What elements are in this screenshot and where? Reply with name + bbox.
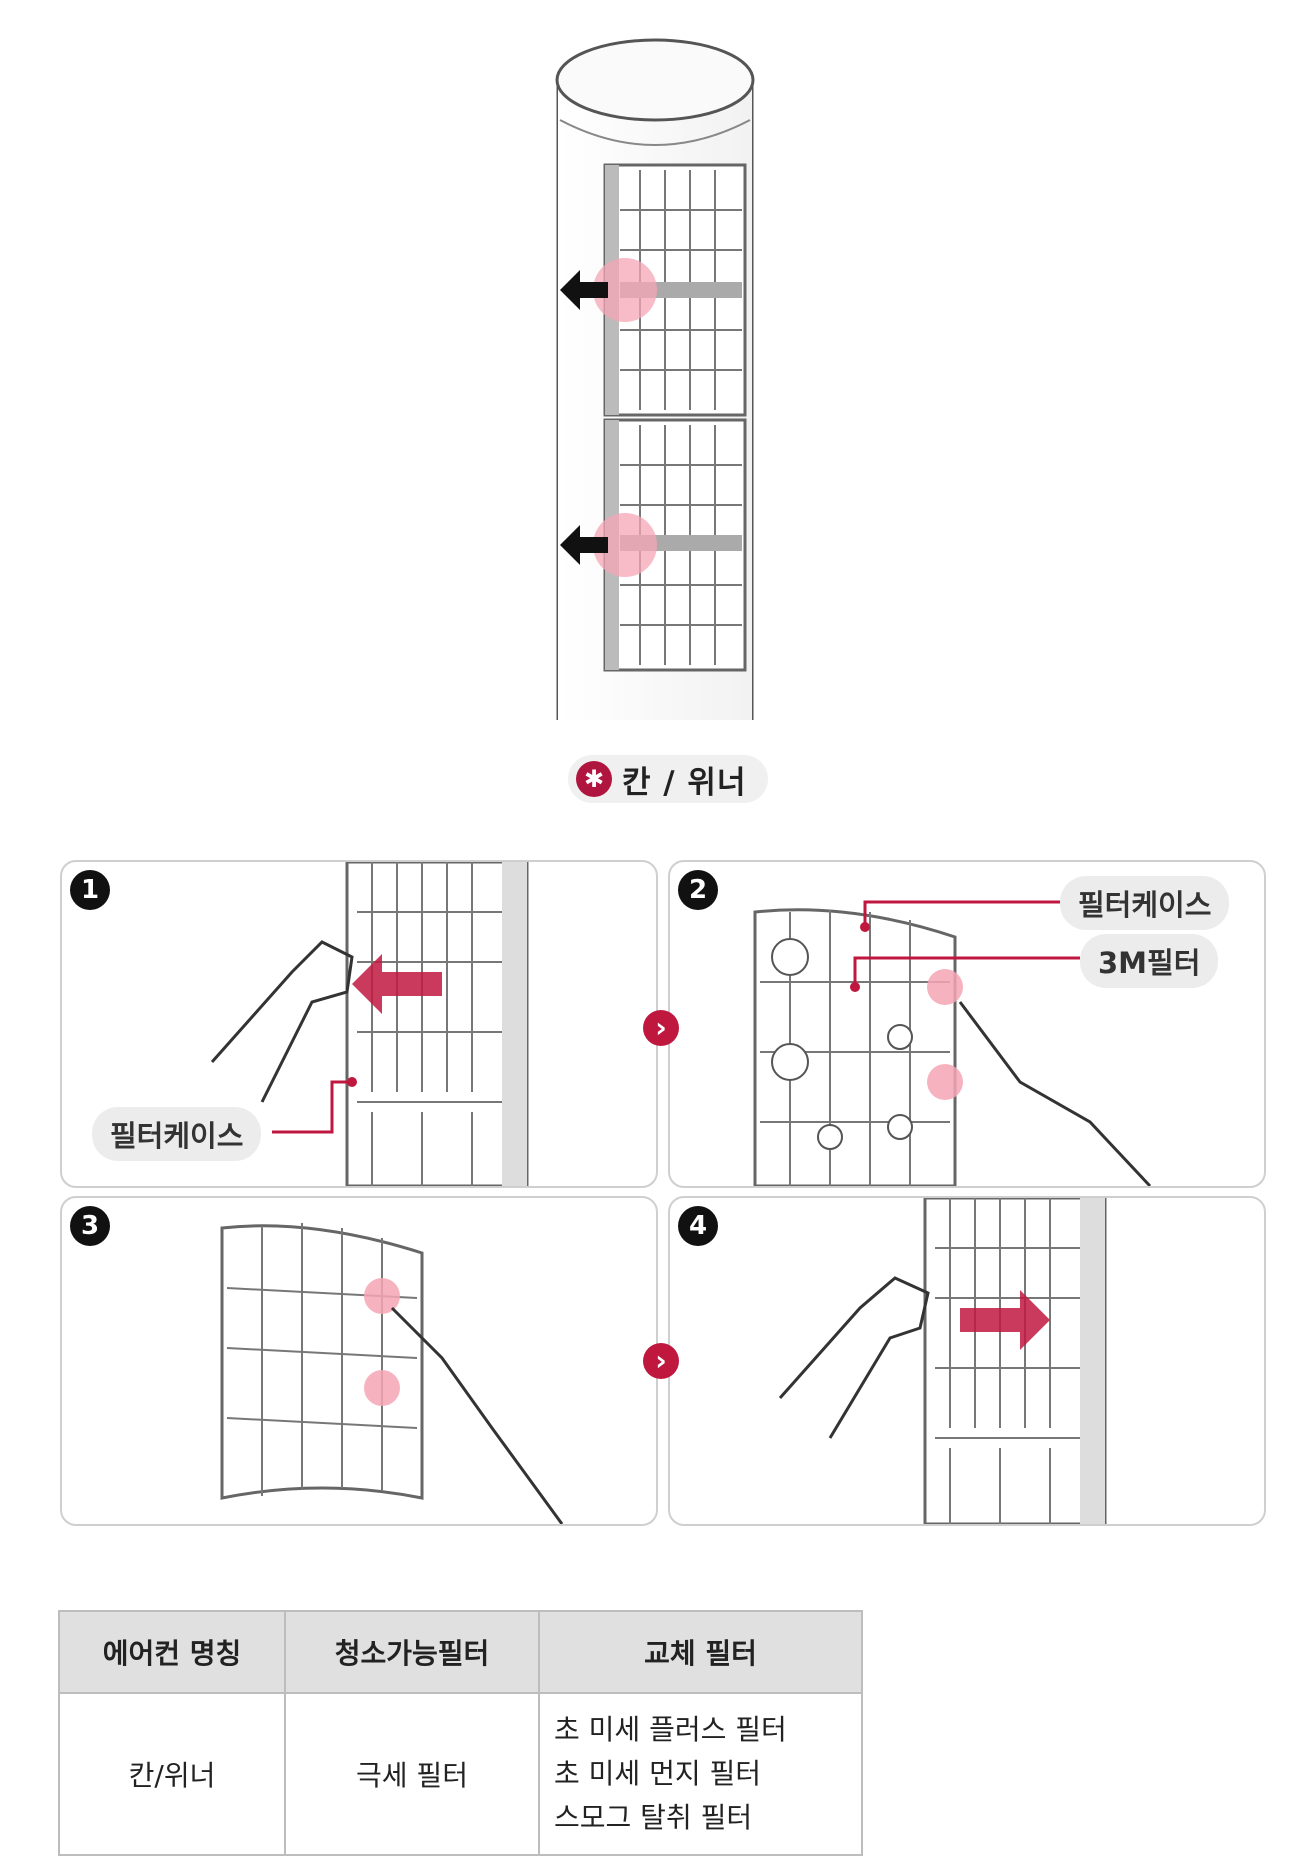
next-arrow-icon: › — [643, 1010, 679, 1046]
step-1-illustration — [210, 862, 529, 1186]
table-header-row: 에어컨 명칭 청소가능필터 교체 필터 — [58, 1610, 863, 1694]
replacement-filter-item: 초 미세 먼지 필터 — [554, 1757, 762, 1790]
step-3-illustration — [220, 1223, 564, 1524]
filter-table: 에어컨 명칭 청소가능필터 교체 필터 칸/위너 극세 필터 초 미세 플러스 … — [58, 1610, 863, 1856]
step-4-illustration — [778, 1198, 1107, 1524]
step-3-panel: 3 — [60, 1196, 658, 1526]
step-number: 3 — [70, 1206, 110, 1246]
table-row: 칸/위너 극세 필터 초 미세 플러스 필터 초 미세 먼지 필터 스모그 탈취… — [58, 1692, 863, 1856]
header-model-name: 에어컨 명칭 — [58, 1610, 286, 1694]
step-number: 4 — [678, 1206, 718, 1246]
3m-filter-label: 3M필터 — [1080, 934, 1219, 988]
model-badge-label: 칸 / 위너 — [622, 764, 747, 801]
next-arrow-icon: › — [643, 1343, 679, 1379]
air-conditioner-illustration — [555, 38, 755, 720]
model-badge: ✱ 칸 / 위너 — [568, 755, 769, 803]
header-cleanable-filter: 청소가능필터 — [284, 1610, 540, 1694]
step-1-panel: 1 필터케이스 — [60, 860, 658, 1188]
replacement-filter-item: 초 미세 플러스 필터 — [554, 1713, 787, 1746]
step-4-panel: 4 — [668, 1196, 1266, 1526]
replacement-filter-item: 스모그 탈취 필터 — [554, 1801, 753, 1834]
step-2-panel: 2 필터케이스 3M필터 — [668, 860, 1266, 1188]
step-number: 2 — [678, 870, 718, 910]
cell-model-name: 칸/위너 — [58, 1692, 286, 1856]
step-2-illustration — [753, 900, 1152, 1186]
star-icon: ✱ — [576, 761, 612, 797]
header-replacement-filter: 교체 필터 — [538, 1610, 863, 1694]
cell-replacement-filters: 초 미세 플러스 필터 초 미세 먼지 필터 스모그 탈취 필터 — [538, 1692, 863, 1856]
cell-cleanable-filter: 극세 필터 — [284, 1692, 540, 1856]
filter-case-label: 필터케이스 — [92, 1107, 262, 1161]
step-number: 1 — [70, 870, 110, 910]
filter-case-label: 필터케이스 — [1060, 876, 1230, 930]
